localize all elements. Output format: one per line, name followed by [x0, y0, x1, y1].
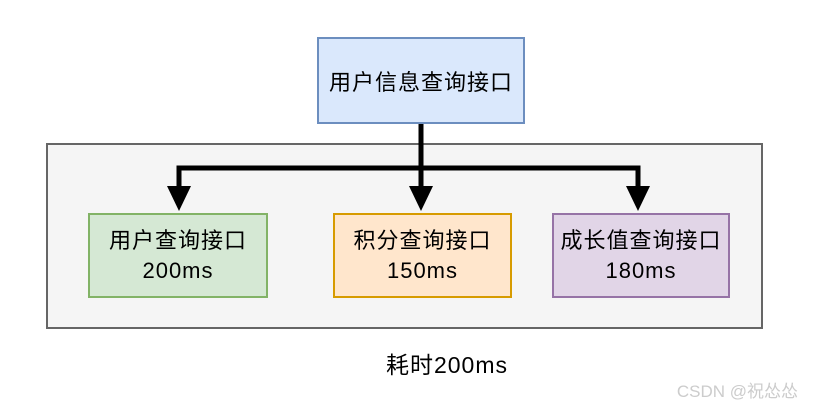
watermark-text: CSDN @祝怂怂	[676, 382, 798, 401]
child-interface-time: 180ms	[605, 257, 677, 283]
root-interface-label: 用户信息查询接口	[328, 69, 513, 95]
child-interface-label: 成长值查询接口	[560, 227, 722, 253]
root-interface-node: 用户信息查询接口	[317, 37, 525, 124]
child-interface-label: 积分查询接口	[353, 227, 492, 253]
child-interface-time: 150ms	[386, 257, 459, 283]
child-interface-node-growth: 成长值查询接口 180ms	[552, 213, 730, 298]
total-time-caption: 耗时200ms	[385, 352, 509, 378]
child-interface-node-points: 积分查询接口 150ms	[333, 213, 512, 298]
child-interface-time: 200ms	[142, 257, 214, 283]
child-interface-label: 用户查询接口	[108, 227, 247, 253]
child-interface-node-user: 用户查询接口 200ms	[88, 213, 268, 298]
